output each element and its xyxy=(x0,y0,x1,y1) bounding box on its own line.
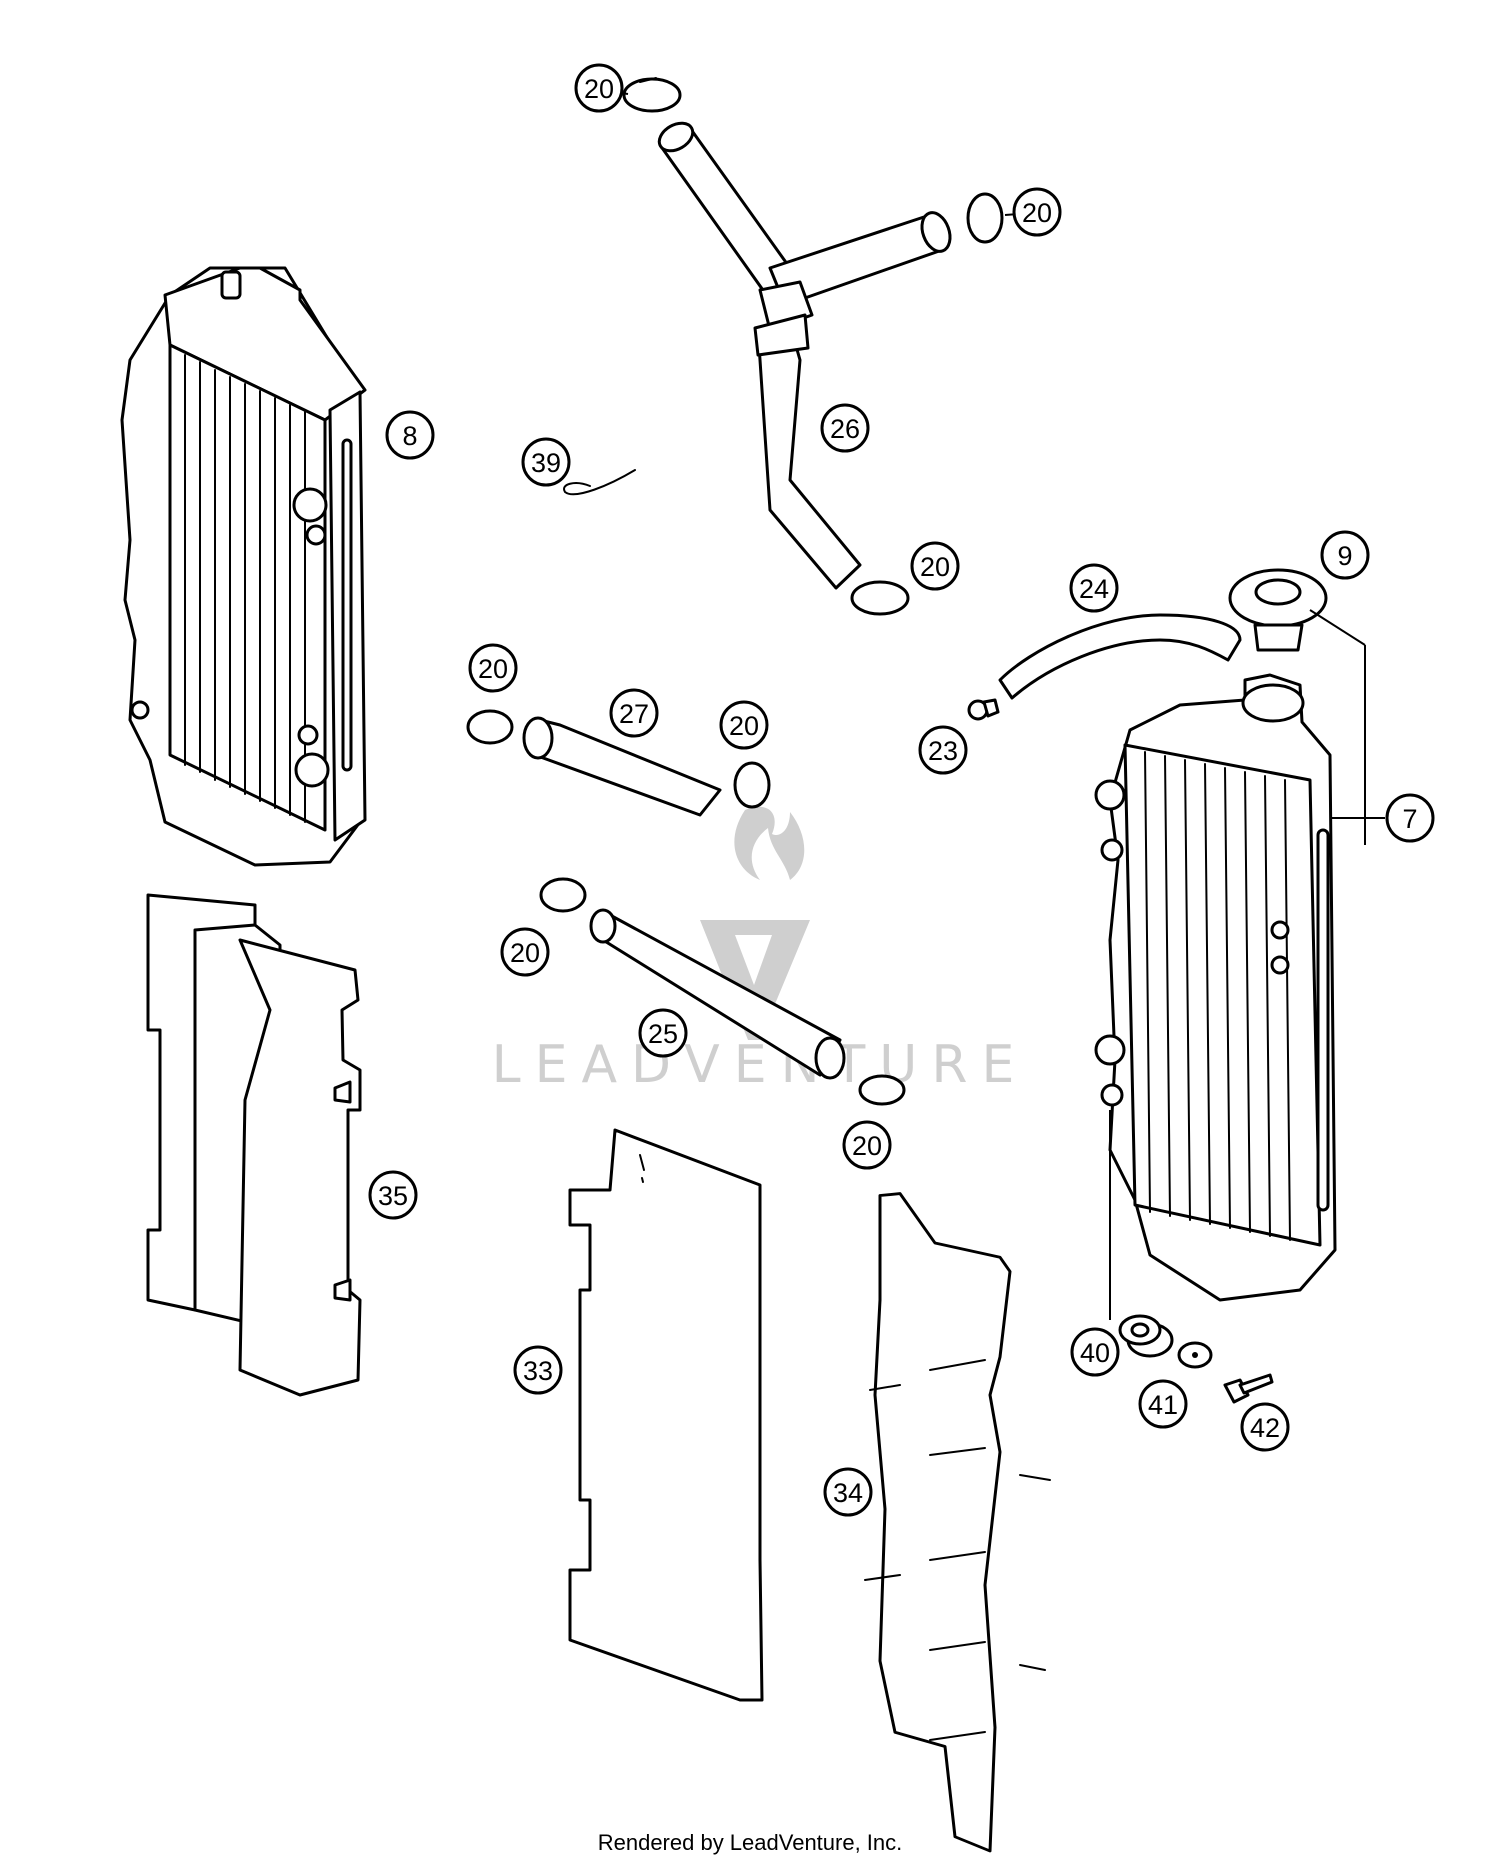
callout-label: 42 xyxy=(1250,1413,1280,1443)
hose-25 xyxy=(589,908,846,1080)
callout-label: 33 xyxy=(523,1356,553,1386)
cable-tie xyxy=(563,469,636,496)
callout-label: 7 xyxy=(1402,804,1417,834)
hose-clip xyxy=(967,698,1000,721)
watermark-text: LEADVENTURE xyxy=(492,1035,1029,1095)
footer-credit: Rendered by LeadVenture, Inc. xyxy=(597,1830,903,1855)
callout-label: 27 xyxy=(619,699,649,729)
callout-label: 24 xyxy=(1079,574,1109,604)
guard-plate xyxy=(568,1128,764,1702)
callout-label: 20 xyxy=(920,552,950,582)
callout: 40 xyxy=(1070,1327,1120,1377)
overflow-hose xyxy=(998,613,1242,700)
callout-label: 39 xyxy=(531,448,561,478)
clamp-top xyxy=(622,77,682,113)
washer xyxy=(1177,1341,1213,1369)
clamp-27-right xyxy=(733,761,771,809)
callout-label: 20 xyxy=(729,711,759,741)
callout: 20 xyxy=(574,63,624,113)
callout: 25 xyxy=(638,1008,688,1058)
callout-label: 23 xyxy=(928,736,958,766)
callout: 33 xyxy=(513,1345,563,1395)
callout-label: 8 xyxy=(402,421,417,451)
callout: 41 xyxy=(1138,1379,1188,1429)
screw xyxy=(1223,1373,1274,1404)
clamp-y-bottom xyxy=(850,580,910,616)
callout-label: 20 xyxy=(584,74,614,104)
callout-label: 26 xyxy=(830,414,860,444)
callout: 23 xyxy=(918,725,968,775)
callout-label: 41 xyxy=(1148,1390,1178,1420)
left-guard xyxy=(146,893,362,1397)
callout: 20 xyxy=(719,700,769,750)
callout: 26 xyxy=(820,403,870,453)
callout-label: 34 xyxy=(833,1478,863,1508)
callout: 39 xyxy=(521,437,571,487)
callout: 24 xyxy=(1069,563,1119,613)
callout-label: 9 xyxy=(1337,541,1352,571)
callout-label: 35 xyxy=(378,1181,408,1211)
watermark-logo: LEADVENTURE xyxy=(492,806,1029,1095)
callout-label: 20 xyxy=(510,938,540,968)
callout-label: 25 xyxy=(648,1019,678,1049)
hose-27 xyxy=(522,716,722,817)
right-radiator xyxy=(1094,673,1337,1302)
clamp-top-right xyxy=(966,192,1004,244)
y-hose xyxy=(657,121,952,590)
callout: 20 xyxy=(500,927,550,977)
grommet xyxy=(1118,1314,1174,1358)
callout: 8 xyxy=(385,410,435,460)
callout: 7 xyxy=(1385,793,1435,843)
callout-label: 20 xyxy=(1022,198,1052,228)
callout-label: 20 xyxy=(478,654,508,684)
callout: 27 xyxy=(609,688,659,738)
callout: 20 xyxy=(842,1120,892,1170)
clamp-25-top xyxy=(539,877,587,913)
callout: 20 xyxy=(468,643,518,693)
callout: 34 xyxy=(823,1467,873,1517)
callout: 9 xyxy=(1320,530,1370,580)
right-guard xyxy=(864,1192,1051,1853)
callout: 20 xyxy=(1012,187,1062,237)
left-radiator xyxy=(120,266,367,867)
clamp-25-bottom xyxy=(858,1074,906,1106)
callout: 20 xyxy=(910,541,960,591)
callout-label: 20 xyxy=(852,1131,882,1161)
radiator-cap xyxy=(1228,568,1328,652)
callout: 42 xyxy=(1240,1402,1290,1452)
clamp-27-left xyxy=(466,709,514,745)
callout: 35 xyxy=(368,1170,418,1220)
callout-label: 40 xyxy=(1080,1338,1110,1368)
